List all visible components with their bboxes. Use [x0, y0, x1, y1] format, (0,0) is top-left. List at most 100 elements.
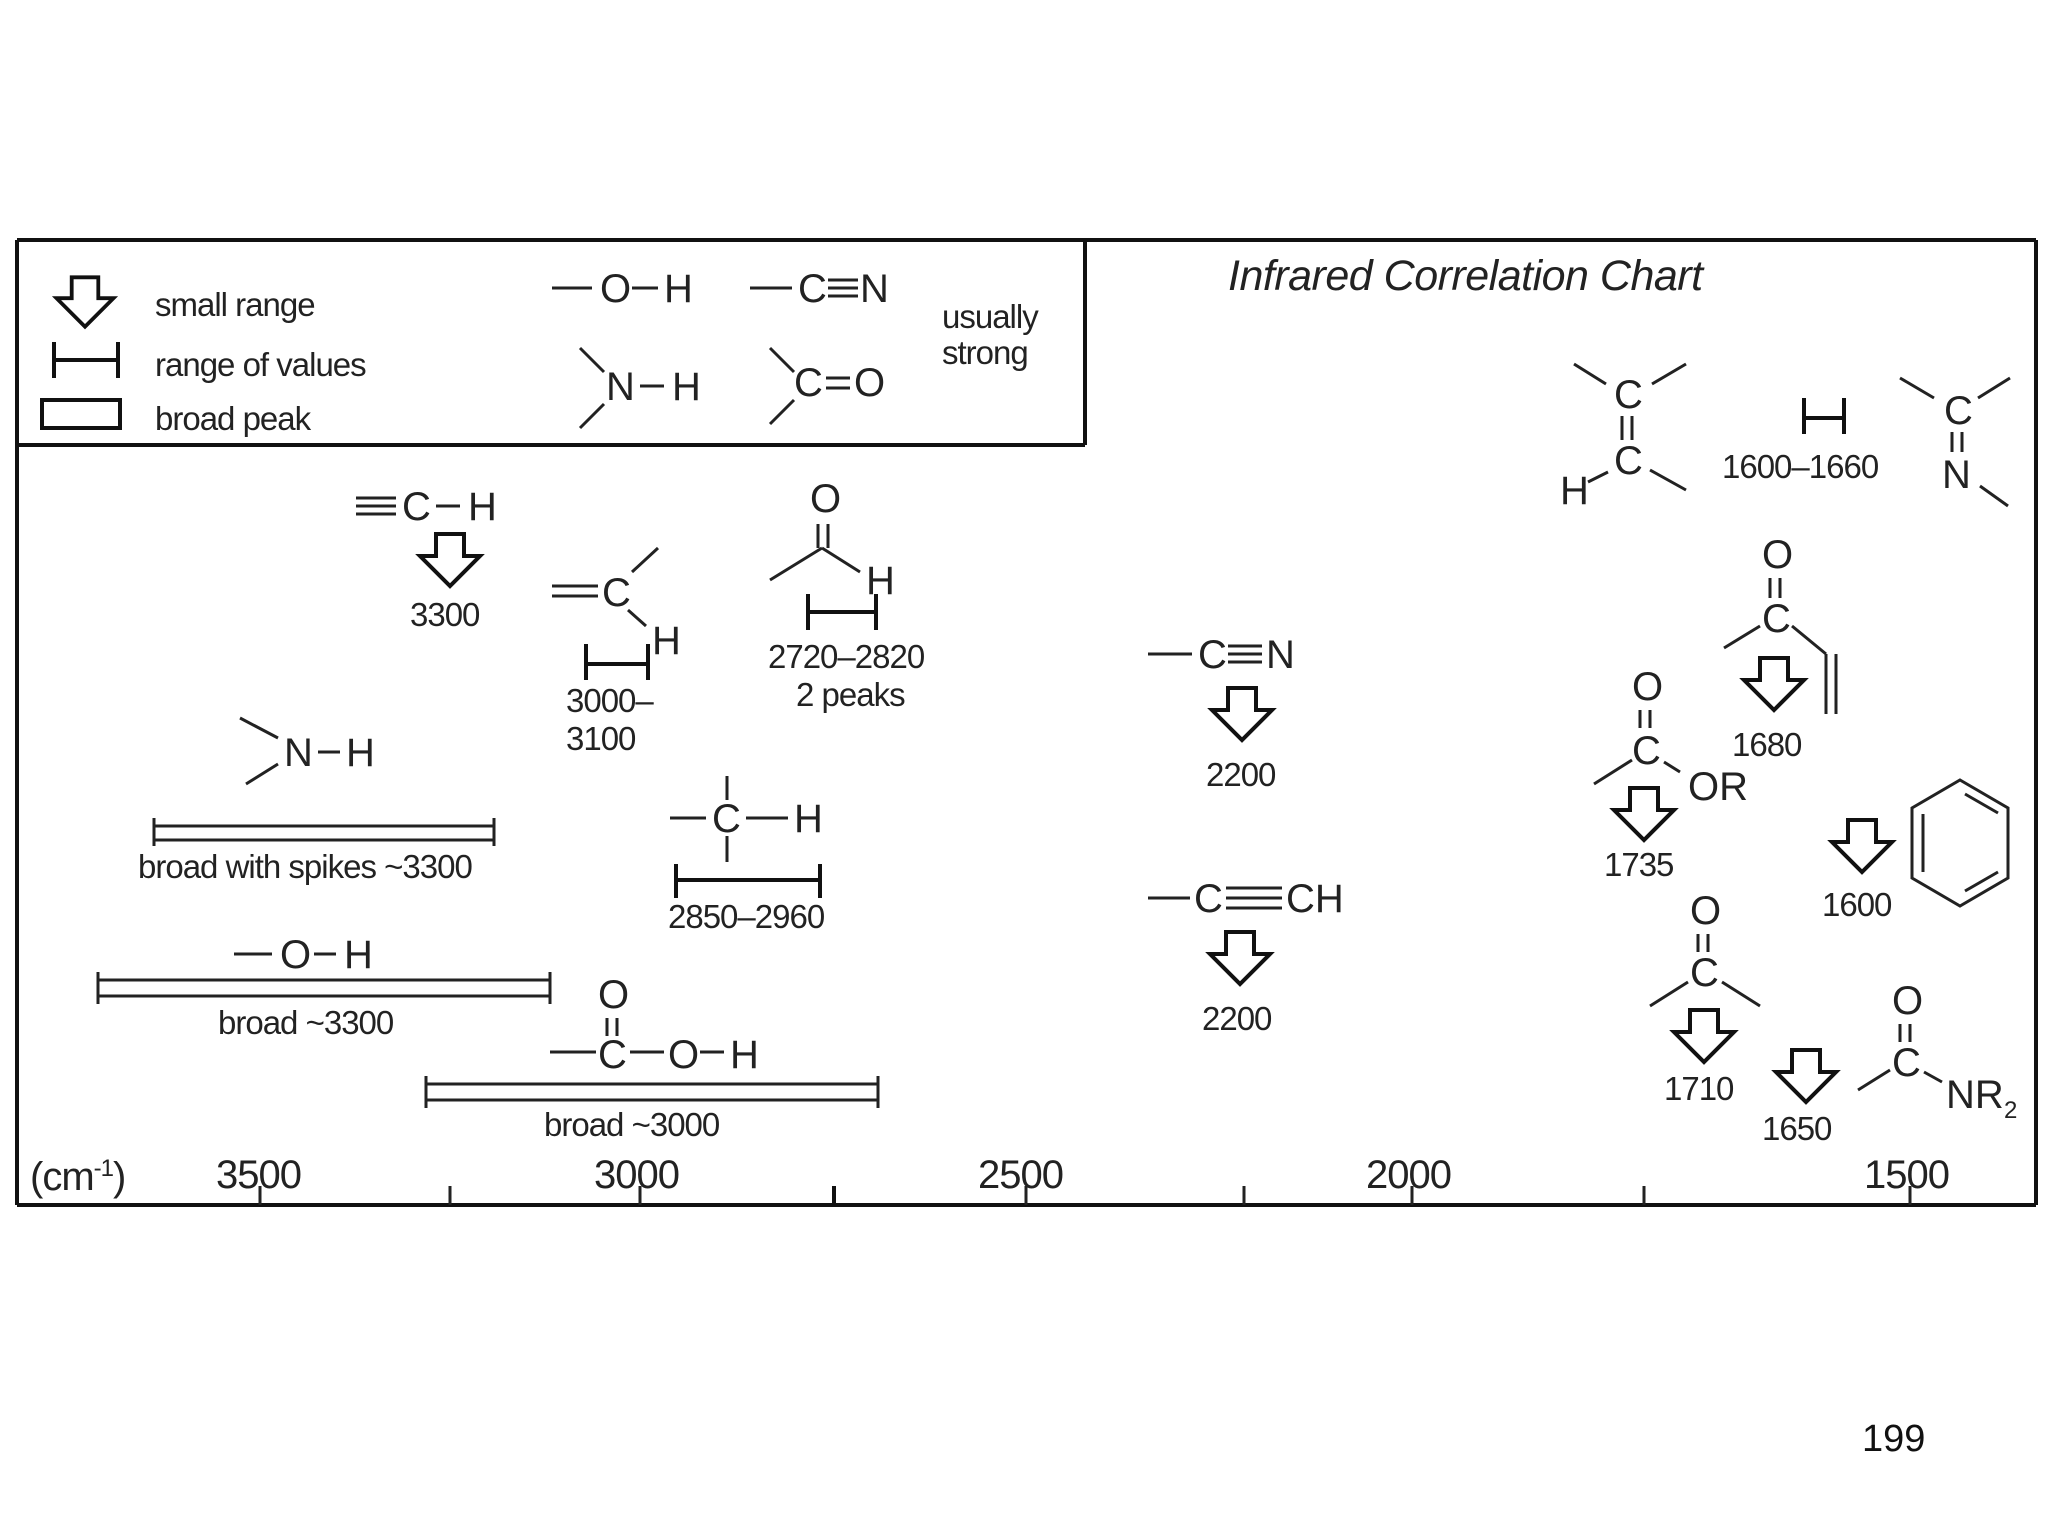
legend-range-bar-icon	[52, 342, 120, 378]
aromatic-arrow-icon	[1830, 818, 1894, 874]
svg-text:N: N	[284, 731, 313, 775]
svg-text:C: C	[794, 361, 823, 405]
svg-text:O: O	[600, 267, 631, 311]
svg-text:H: H	[344, 933, 373, 977]
group-imine: C N	[1899, 376, 2011, 508]
band-amine-nh: N H broad with spikes ~3300	[138, 716, 496, 885]
band-conjugated-ketone: O C 1680	[1723, 533, 1838, 763]
band-ester: O C OR 1735	[1593, 665, 1748, 883]
alkyne-cc-value: 2200	[1202, 1000, 1272, 1037]
svg-text:C: C	[1892, 1041, 1921, 1085]
alkene-cc-range-bar-icon	[1802, 398, 1846, 434]
acid-oh-broad-peak-icon	[424, 1076, 880, 1108]
nitrile-value: 2200	[1206, 756, 1276, 793]
aldehyde-ch-range-bar-icon	[806, 594, 878, 630]
tick-label: 2500	[978, 1153, 1063, 1197]
legend-range-of-values-label: range of values	[155, 346, 366, 383]
legend-small-range-label: small range	[155, 286, 315, 323]
legend-broad-peak-icon	[40, 398, 122, 430]
alcohol-oh-value: broad ~3300	[218, 1004, 394, 1041]
svg-text:O: O	[1762, 533, 1793, 577]
ketone-value: 1710	[1664, 1070, 1734, 1107]
band-vinyl-ch: C H 3000– 3100	[552, 546, 681, 757]
legend-strong-label: strong	[942, 334, 1028, 371]
svg-text:H: H	[1560, 469, 1589, 513]
alkyne-ch-arrow-icon	[418, 532, 482, 588]
band-alkene-cc: C C H 1600–1660	[1560, 362, 1880, 513]
ketone-arrow-icon	[1672, 1008, 1736, 1064]
svg-text:C: C	[402, 485, 431, 529]
svg-text:CH: CH	[1286, 877, 1344, 921]
tick-label: 1500	[1864, 1153, 1949, 1197]
ester-value: 1735	[1604, 846, 1673, 883]
vinyl-ch-value-1: 3000–	[566, 682, 654, 719]
legend-usually-label: usually	[942, 298, 1039, 335]
band-alkyl-ch: C H 2850–2960	[668, 776, 826, 935]
tick-label: 3500	[216, 1153, 301, 1197]
amide-arrow-icon	[1774, 1048, 1838, 1104]
svg-text:O: O	[1690, 889, 1721, 933]
aldehyde-ch-note: 2 peaks	[796, 676, 905, 713]
svg-text:C: C	[1690, 951, 1719, 995]
svg-text:O: O	[280, 933, 311, 977]
svg-text:2: 2	[2004, 1097, 2017, 1124]
legend: small range range of values broad peak O…	[17, 240, 1087, 447]
aromatic-value: 1600	[1822, 886, 1892, 923]
band-alcohol-oh: O H broad ~3300	[96, 933, 552, 1041]
alkyne-ch-value: 3300	[410, 596, 480, 633]
svg-text:C: C	[602, 571, 631, 615]
svg-text:O: O	[810, 477, 841, 521]
svg-text:C: C	[1762, 597, 1791, 641]
acid-oh-value: broad ~3000	[544, 1106, 720, 1143]
alcohol-oh-broad-peak-icon	[96, 972, 552, 1004]
svg-text:H: H	[468, 485, 497, 529]
vinyl-ch-value-2: 3100	[566, 720, 636, 757]
svg-text:C: C	[798, 267, 827, 311]
svg-text:N: N	[860, 267, 889, 311]
conjugated-ketone-arrow-icon	[1742, 656, 1806, 712]
legend-co-group: C O	[768, 346, 885, 426]
benzene-ring-icon	[1910, 778, 2010, 908]
amine-nh-broad-peak-icon	[152, 818, 496, 846]
svg-text:C: C	[1632, 729, 1661, 773]
legend-broad-peak-label: broad peak	[155, 400, 312, 437]
alkyl-ch-value: 2850–2960	[668, 898, 825, 935]
svg-text:C: C	[1194, 877, 1223, 921]
nitrile-arrow-icon	[1210, 686, 1274, 742]
svg-text:H: H	[664, 267, 693, 311]
svg-text:C: C	[1944, 389, 1973, 433]
svg-text:O: O	[854, 361, 885, 405]
svg-text:C: C	[1614, 439, 1643, 483]
amine-nh-value: broad with spikes ~3300	[138, 848, 472, 885]
chart-title: Infrared Correlation Chart	[1228, 252, 1705, 300]
svg-text:H: H	[346, 731, 375, 775]
svg-text:O: O	[1892, 979, 1923, 1023]
band-aldehyde-ch: O H 2720–2820 2 peaks	[768, 477, 926, 713]
band-alkyne-cc: C CH 2200	[1148, 877, 1344, 1037]
svg-text:N: N	[1942, 453, 1971, 497]
ester-arrow-icon	[1612, 786, 1676, 842]
svg-text:NR: NR	[1946, 1073, 2004, 1117]
vinyl-ch-range-bar-icon	[584, 644, 650, 680]
band-aromatic: 1600	[1822, 778, 2010, 923]
axis-unit-label: (cm-1)	[30, 1155, 125, 1199]
svg-text:H: H	[866, 559, 895, 603]
band-amide: 1650 O C NR 2	[1762, 979, 2017, 1147]
alkyl-ch-range-bar-icon	[674, 864, 822, 898]
amide-value: 1650	[1762, 1110, 1832, 1147]
conjugated-ketone-value: 1680	[1732, 726, 1802, 763]
svg-text:C: C	[1614, 373, 1643, 417]
svg-text:H: H	[652, 619, 681, 663]
band-acid-oh: O C O H broad ~3000	[424, 973, 880, 1143]
tick-label: 2000	[1366, 1153, 1451, 1197]
svg-text:N: N	[606, 365, 635, 409]
alkyne-cc-arrow-icon	[1208, 930, 1272, 986]
band-ketone: O C 1710	[1649, 889, 1761, 1107]
alkene-cc-value: 1600–1660	[1722, 448, 1879, 485]
legend-nh-group: N H	[578, 346, 701, 430]
svg-text:O: O	[1632, 665, 1663, 709]
svg-text:H: H	[730, 1033, 759, 1077]
band-nitrile: C N 2200	[1148, 633, 1295, 793]
svg-text:C: C	[1198, 633, 1227, 677]
svg-text:H: H	[672, 365, 701, 409]
